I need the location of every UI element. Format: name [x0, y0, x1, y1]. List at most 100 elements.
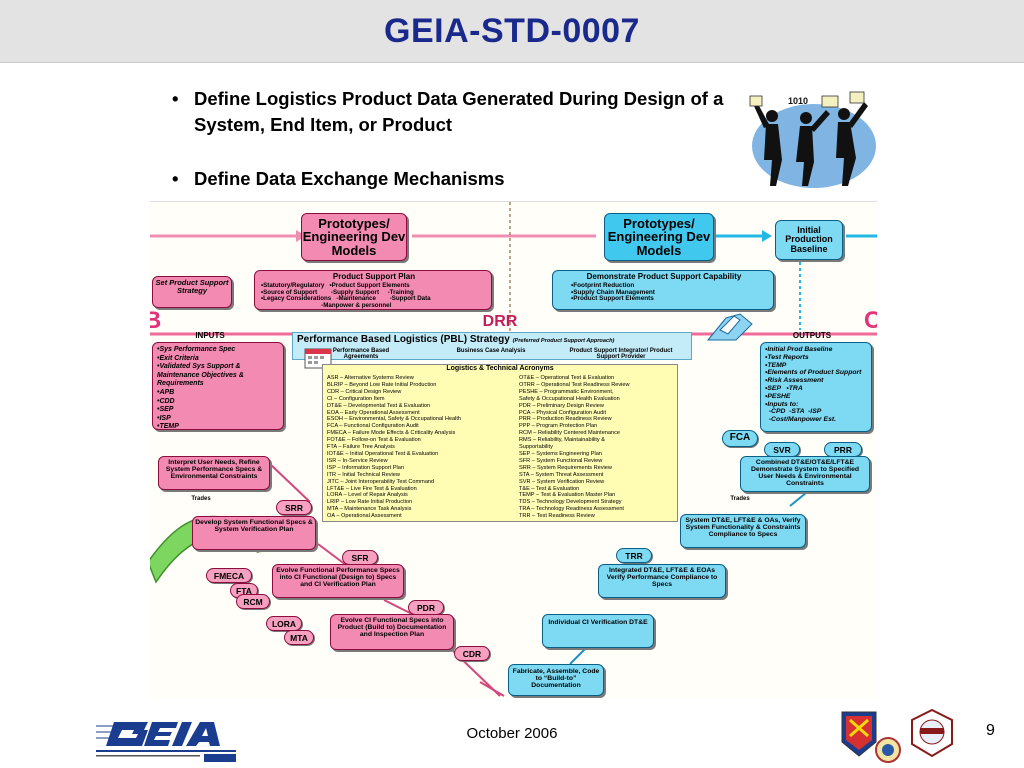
- acronym-entry: OT&E – Operational Test & Evaluation: [519, 375, 615, 381]
- acronym-entry: IOT&E – Initial Operational Test & Evalu…: [327, 450, 439, 457]
- acronym-entry: SEP – Systems Engineering Plan: [519, 450, 602, 457]
- pbl-sub-agreements: Performance Based Agreements: [332, 348, 390, 361]
- pbl-sub-business-case: Business Case Analysis: [456, 348, 526, 354]
- acronym-entry: BLRIP – Beyond Low Rate Initial Producti…: [327, 381, 437, 388]
- acronym-entry: LFT&E – Live Fire Test & Evaluation: [327, 485, 417, 492]
- fmeca-badge: FMECA: [206, 568, 252, 583]
- evolve-functional-specs-box: Evolve Functional Performance Specs into…: [272, 564, 404, 598]
- pbl-note: (Preferred Product Support Approach): [512, 338, 615, 344]
- acronym-entry: FTA – Failure Tree Analysis: [327, 444, 395, 451]
- acronym-entry: ISP – Information Support Plan: [327, 464, 405, 471]
- interpret-user-needs-box: Interpret User Needs, Refine System Perf…: [158, 456, 270, 490]
- acronym-entry: JITC – Joint Interoperability Test Comma…: [327, 478, 435, 485]
- demonstrate-support-title: Demonstrate Product Support Capability: [586, 272, 742, 281]
- product-support-plan-body: •Statutory/Regulatory •Product Support E…: [261, 282, 431, 309]
- pbl-title: Performance Based Logistics (PBL) Strate…: [297, 334, 689, 346]
- hands-clipart: [706, 313, 753, 341]
- logistics-process-diagram: Prototypes/ Engineering Dev Models Proto…: [150, 201, 877, 699]
- acronym-entry: FCA – Functional Configuration Audit: [327, 423, 419, 430]
- mta-badge: MTA: [284, 630, 314, 645]
- inputs-title: INPUTS: [195, 331, 225, 340]
- bullet-item: • Define Logistics Product Data Generate…: [172, 86, 732, 138]
- bullet-list: • Define Logistics Product Data Generate…: [172, 86, 732, 220]
- acronyms-left-column: ASR – Alternative Systems Review BLRIP –…: [327, 375, 461, 520]
- demonstrate-support-body: •Footprint Reduction •Supply Chain Manag…: [571, 282, 655, 303]
- bullet-text: Define Logistics Product Data Generated …: [194, 88, 724, 135]
- prr-badge: PRR: [824, 442, 862, 457]
- acronym-entry: ESOH – Environmental, Safety & Occupatio…: [327, 416, 462, 423]
- milestone-b-letter: B: [150, 308, 161, 333]
- pbl-band: Performance Based Logistics (PBL) Strate…: [292, 332, 692, 360]
- set-product-support-box: Set Product Support Strategy: [152, 276, 232, 308]
- combined-dte-box: Combined DT&E/OT&E/LFT&E Demonstrate Sys…: [740, 456, 870, 492]
- develop-functional-specs-box: Develop System Functional Specs & System…: [192, 516, 316, 550]
- bullet-dot: •: [172, 168, 179, 189]
- initial-production-box: Initial Production Baseline: [775, 220, 843, 260]
- pbl-sub-integrator: Product Support Integrator/ Product Supp…: [569, 348, 673, 361]
- acronym-entry: STA – System Threat Assessment: [519, 471, 604, 478]
- pdr-badge: PDR: [408, 600, 444, 615]
- acronym-entry: OA – Operational Assessment: [327, 513, 402, 520]
- outputs-box: •Initial Prod Baseline •Test Reports •TE…: [760, 342, 872, 432]
- acronym-entry: PCA – Physical Configuration Audit: [519, 409, 607, 416]
- acronyms-box: Logistics & Technical Acronyms ASR – Alt…: [322, 364, 678, 522]
- acronym-entry: SFR – System Functional Review: [519, 457, 603, 464]
- title-bar: [0, 0, 1024, 63]
- acronym-entry: LORA – Level of Repair Analysis: [327, 492, 408, 499]
- rcm-badge: RCM: [236, 594, 270, 609]
- acronym-entry: LRIP – Low Rate Initial Production: [327, 499, 413, 506]
- cdr-badge: CDR: [454, 646, 490, 661]
- acronym-entry: TRR – Test Readiness Review: [519, 513, 595, 520]
- demonstrate-support-box: Demonstrate Product Support Capability •…: [552, 270, 774, 310]
- acronym-entry: PPP – Program Protection Plan: [519, 423, 598, 430]
- acronym-entry: TRA – Technology Readiness Assessment: [519, 506, 624, 513]
- bullet-dot: •: [172, 88, 179, 109]
- lora-badge: LORA: [266, 616, 302, 631]
- prototypes-right-box: Prototypes/ Engineering Dev Models: [604, 213, 714, 261]
- footer-date: October 2006: [466, 725, 558, 742]
- trades-right-label: Trades: [730, 496, 750, 502]
- acronym-entry: MTA – Maintenance Task Analysis: [327, 506, 412, 513]
- acronym-entry: FMECA – Failure Mode Effects & Criticali…: [327, 430, 456, 437]
- product-support-plan-box: Product Support Plan •Statutory/Regulato…: [254, 270, 492, 310]
- acronym-entry: TEMP – Test & Evaluation Master Plan: [519, 492, 616, 499]
- acronym-entry: ITR – Initial Technical Review: [327, 471, 400, 478]
- fabricate-box: Fabricate, Assemble, Code to “Build-to” …: [508, 664, 604, 696]
- acronyms-right-column: OT&E – Operational Test & Evaluation OTR…: [519, 375, 630, 520]
- trr-badge: TRR: [616, 548, 652, 563]
- acronym-entry: SRR – System Requirements Review: [519, 464, 612, 471]
- sfr-badge: SFR: [342, 550, 378, 565]
- acronym-entry: CI – Configuration Item: [327, 395, 385, 402]
- product-support-plan-title: Product Support Plan: [332, 272, 416, 281]
- acronym-entry: RCM – Reliability Centered Maintenance: [519, 430, 621, 437]
- trades-left-label: Trades: [191, 496, 211, 502]
- individual-ci-box: Individual CI Verification DT&E: [542, 614, 654, 648]
- acronym-entry: ISR – In-Service Review: [327, 457, 388, 464]
- integrated-dte-box: Integrated DT&E, LFT&E & EOAs Verify Per…: [598, 564, 726, 598]
- slide-title: GEIA-STD-0007: [384, 12, 640, 50]
- acronym-entry: TDS – Technology Development Strategy: [519, 499, 622, 506]
- pbl-title-text: Performance Based Logistics (PBL) Strate…: [297, 334, 510, 345]
- acronym-entry: OTRR – Operational Test Readiness Review: [519, 381, 630, 388]
- acronym-entry: FOT&E – Follow-on Test & Evaluation: [327, 437, 421, 444]
- acronym-entry: Supportability: [519, 444, 553, 451]
- fca-badge: FCA: [722, 430, 758, 447]
- acronym-entry: SVR – System Verification Review: [519, 478, 605, 485]
- outputs-title: OUTPUTS: [792, 331, 832, 340]
- acronym-entry: Safety & Occupational Health Evaluation: [519, 395, 620, 402]
- celebration-clipart: 1010: [749, 91, 876, 188]
- drr-label: DRR: [482, 313, 518, 330]
- acronym-entry: T&E – Test & Evaluation: [519, 485, 580, 492]
- acronym-entry: PESHE – Programmatic Environment,: [519, 388, 614, 395]
- evolve-ci-specs-box: Evolve CI Functional Specs into Product …: [330, 614, 454, 650]
- page-number: 9: [986, 722, 995, 739]
- calendar-icon: [304, 348, 332, 369]
- agency-seals: [841, 708, 953, 763]
- srr-badge: SRR: [276, 500, 312, 515]
- system-dte-box: System DT&E, LFT&E & OAs, Verify System …: [680, 514, 806, 548]
- acronym-entry: PRR – Production Readiness Review: [519, 416, 612, 423]
- svg-text:1010: 1010: [788, 96, 808, 106]
- acronym-entry: PDR – Preliminary Design Review: [519, 402, 604, 409]
- bullet-item: • Define Data Exchange Mechanisms: [172, 166, 732, 192]
- milestone-c-letter: C: [864, 308, 877, 333]
